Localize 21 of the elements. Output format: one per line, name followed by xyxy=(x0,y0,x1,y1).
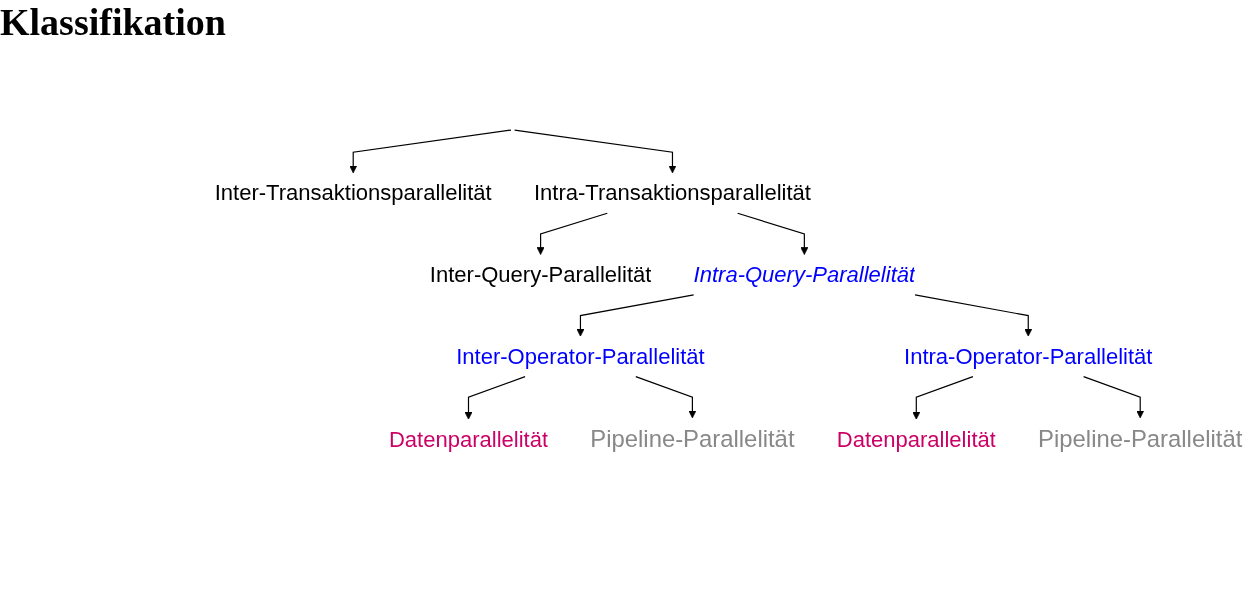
node-label: Inter-Transaktionsparallelität xyxy=(214,179,492,208)
arrow xyxy=(349,129,512,174)
node-label: Intra-Query-Parallelität xyxy=(693,260,916,289)
arrow xyxy=(635,376,697,419)
node-label: Datenparallelität xyxy=(388,425,549,454)
node-label: Pipeline-Parallelität xyxy=(1038,424,1243,455)
arrow xyxy=(464,376,526,420)
arrow xyxy=(914,294,1033,337)
node-label: Inter-Operator-Parallelität xyxy=(456,342,705,371)
arrow xyxy=(1083,376,1145,419)
arrow xyxy=(912,376,974,420)
arrow xyxy=(576,294,695,337)
diagram-title: Klassifikation xyxy=(0,0,226,44)
node-label: Datenparallelität xyxy=(836,425,996,454)
node-label: Intra-Transaktionsparallelität xyxy=(533,179,811,208)
arrow xyxy=(514,129,677,174)
node-label: Intra-Operator-Parallelität xyxy=(904,342,1153,371)
node-label: Pipeline-Parallelität xyxy=(590,424,795,455)
arrow xyxy=(737,212,809,255)
node-label: Inter-Query-Parallelität xyxy=(429,260,652,289)
arrow xyxy=(536,212,608,255)
